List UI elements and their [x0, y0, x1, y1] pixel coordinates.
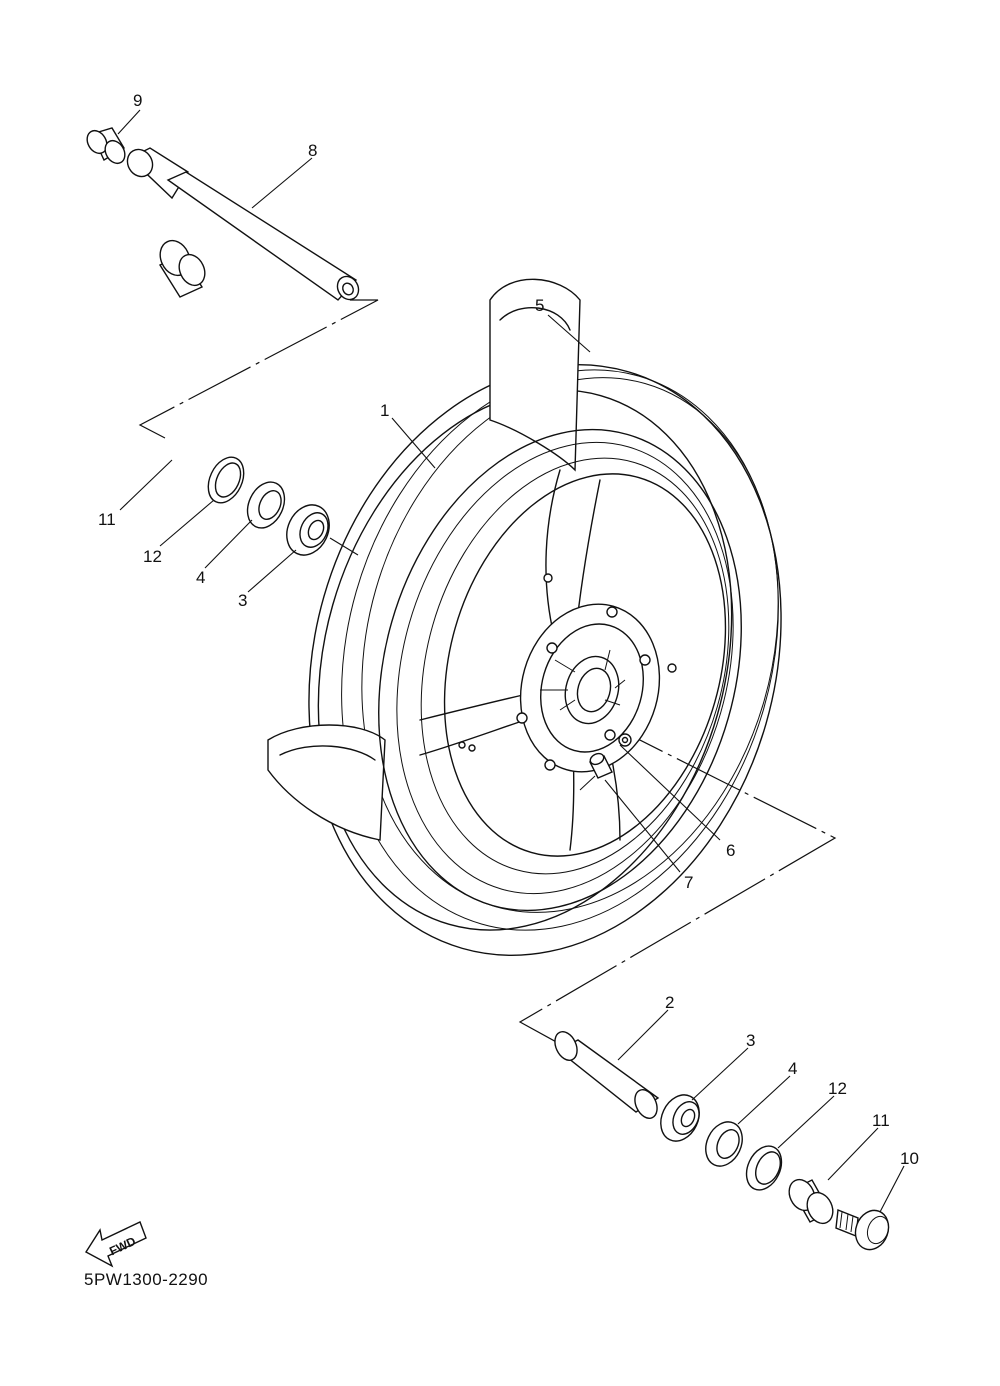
part-9-collar[interactable] — [83, 127, 129, 167]
callout-5: 5 — [535, 296, 544, 315]
callout-11-right: 11 — [872, 1111, 890, 1130]
leader-bearing-to-hub — [329, 537, 359, 556]
part-8-axle[interactable] — [123, 145, 363, 304]
part-6-bolt[interactable] — [618, 733, 632, 747]
callout-4-right: 4 — [788, 1059, 797, 1078]
leader-lines — [117, 109, 905, 1213]
callout-10: 10 — [900, 1149, 919, 1168]
callout-4-left: 4 — [196, 568, 205, 587]
callout-6: 6 — [726, 841, 735, 860]
part-12-seal-left[interactable] — [201, 451, 250, 508]
assembly-line-upper — [138, 299, 379, 439]
assembly-line-lower — [518, 719, 837, 1045]
part-5-tire[interactable] — [241, 278, 849, 1011]
part-11-collar-left[interactable] — [155, 236, 210, 298]
callout-7: 7 — [684, 873, 693, 892]
part-10-bolt[interactable] — [835, 1206, 894, 1255]
callout-12-left: 12 — [143, 547, 162, 566]
part-1-wheel[interactable] — [324, 386, 796, 953]
part-4-bearing-right[interactable] — [699, 1116, 749, 1172]
callout-11-left: 11 — [98, 510, 116, 529]
callout-3-right: 3 — [746, 1031, 755, 1050]
part-4-bearing-left[interactable] — [240, 476, 291, 534]
part-11-collar-right[interactable] — [784, 1175, 837, 1227]
callout-labels: 9 8 5 1 11 12 4 3 6 7 2 3 4 12 11 10 — [98, 91, 919, 1168]
callout-12-right: 12 — [828, 1079, 847, 1098]
part-2-spacer[interactable] — [551, 1028, 662, 1122]
callout-3-left: 3 — [238, 591, 247, 610]
callout-2: 2 — [665, 993, 674, 1012]
callout-1: 1 — [380, 401, 389, 420]
callout-8: 8 — [308, 141, 317, 160]
part-7-valve[interactable] — [579, 752, 613, 791]
part-3-bearing-left[interactable] — [279, 498, 337, 562]
part-3-bearing-right[interactable] — [654, 1089, 707, 1148]
callout-9: 9 — [133, 91, 142, 110]
fwd-arrow-icon: FWD — [85, 1221, 147, 1268]
part-12-seal-right[interactable] — [740, 1140, 788, 1195]
drawing-code: 5PW1300-2290 — [84, 1270, 209, 1289]
